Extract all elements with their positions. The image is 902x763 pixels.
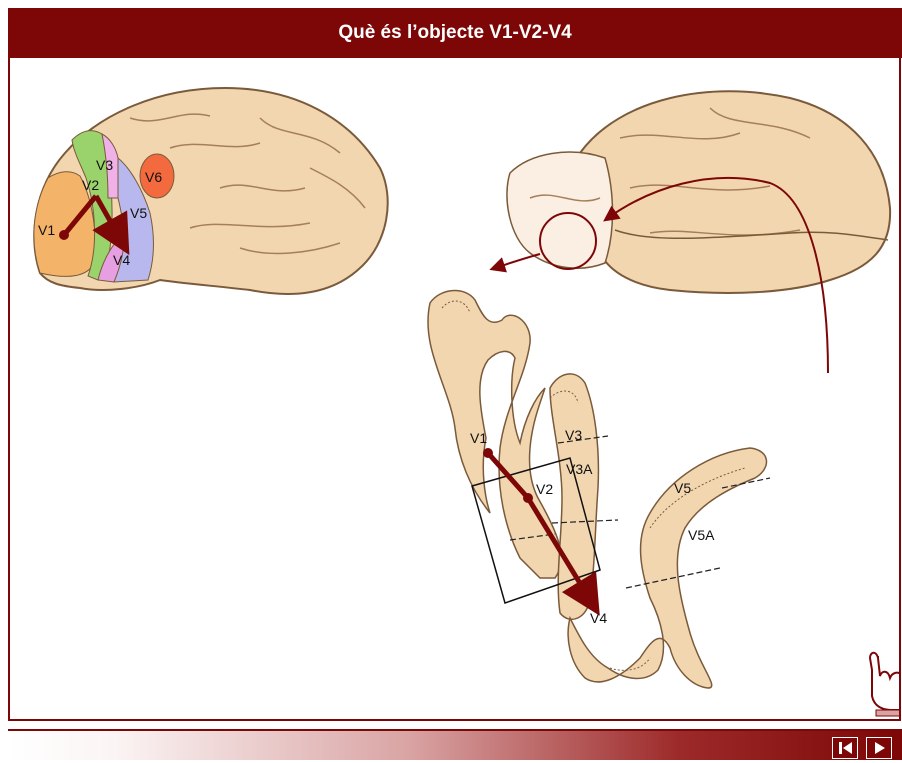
cortex-section: V1 V2 V3 V3A V4 V5 V5A <box>428 291 770 688</box>
next-button[interactable] <box>866 737 892 759</box>
v1-dot <box>59 230 69 240</box>
section-label-v5a: V5A <box>688 527 715 543</box>
title-bar: Què és l’objecte V1-V2-V4 <box>8 8 902 58</box>
page-title: Què és l’objecte V1-V2-V4 <box>338 22 571 44</box>
occipital-lobe <box>507 152 613 268</box>
section-label-v1: V1 <box>470 430 487 446</box>
section-label-v3a: V3A <box>566 461 593 477</box>
skip-back-button[interactable] <box>832 737 858 759</box>
bottom-nav-bar <box>8 729 902 760</box>
hand-pointer-icon[interactable] <box>870 653 901 716</box>
label-v6: V6 <box>145 169 162 185</box>
zoom-arrow <box>495 254 540 268</box>
label-v5: V5 <box>130 205 147 221</box>
medial-brain <box>495 91 890 373</box>
section-label-v3: V3 <box>565 427 582 443</box>
skip-back-icon <box>833 738 857 758</box>
section-label-v4: V4 <box>590 610 607 626</box>
section-label-v5: V5 <box>674 480 691 496</box>
lateral-brain: V1 V2 V3 V4 V5 V6 <box>34 88 388 294</box>
cortex-fold-upper <box>428 291 561 578</box>
content-frame: V1 V2 V3 V4 V5 V6 V1 V2 V3 V3A V4 <box>8 58 901 721</box>
v2-dot-section <box>523 493 533 503</box>
label-v4: V4 <box>113 252 130 268</box>
v1-dot-section <box>483 448 493 458</box>
cortex-fold-v3 <box>550 374 598 619</box>
label-v1: V1 <box>38 222 55 238</box>
label-v2: V2 <box>82 177 99 193</box>
label-v3: V3 <box>96 157 113 173</box>
play-next-icon <box>867 738 891 758</box>
brain-hemisphere <box>579 91 890 293</box>
diagram-canvas: V1 V2 V3 V4 V5 V6 V1 V2 V3 V3A V4 <box>10 58 901 721</box>
section-label-v2: V2 <box>536 481 553 497</box>
